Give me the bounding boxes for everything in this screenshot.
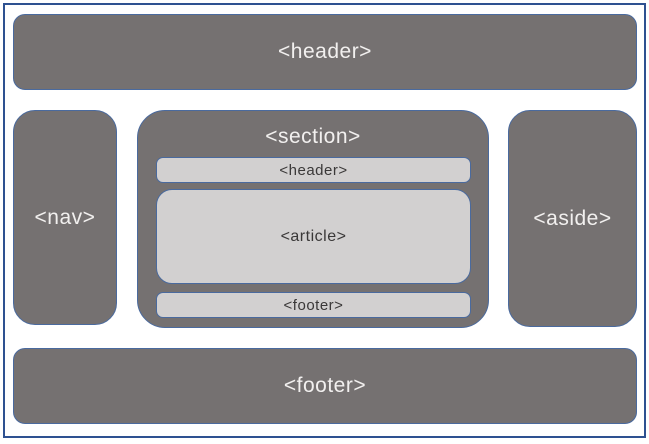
diagram-outer-frame [3,3,646,438]
aside-box: <aside> [508,110,637,327]
section-box: <section> <header> <article> <footer> [137,110,489,328]
footer-box: <footer> [13,348,637,424]
article-label: <article> [280,227,347,245]
section-inner-header-box: <header> [156,157,471,183]
section-inner-footer-label: <footer> [283,296,344,314]
aside-label: <aside> [533,206,612,230]
footer-label: <footer> [283,374,367,397]
header-label: <header> [278,40,372,63]
section-inner-footer-box: <footer> [156,292,471,318]
header-box: <header> [13,14,637,90]
article-box: <article> [156,189,471,284]
nav-label: <nav> [34,205,96,229]
nav-box: <nav> [13,110,117,325]
section-label: <section> [265,125,361,148]
section-inner-header-label: <header> [279,161,348,179]
